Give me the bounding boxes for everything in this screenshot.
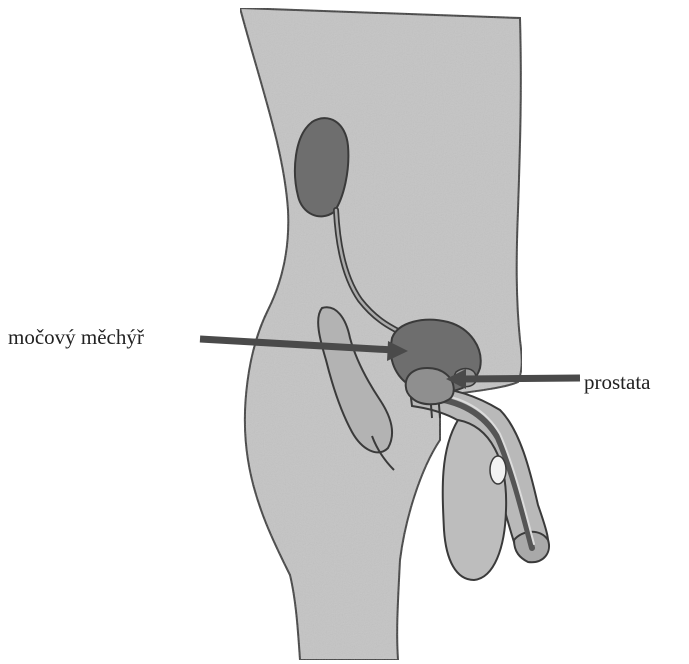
testis — [490, 456, 506, 484]
kidney — [295, 118, 348, 216]
bladder-label: močový měchýř — [8, 327, 144, 348]
prostate-label: prostata — [584, 372, 650, 393]
prostate — [406, 368, 454, 404]
prostate-arrow-shaft — [462, 378, 580, 379]
